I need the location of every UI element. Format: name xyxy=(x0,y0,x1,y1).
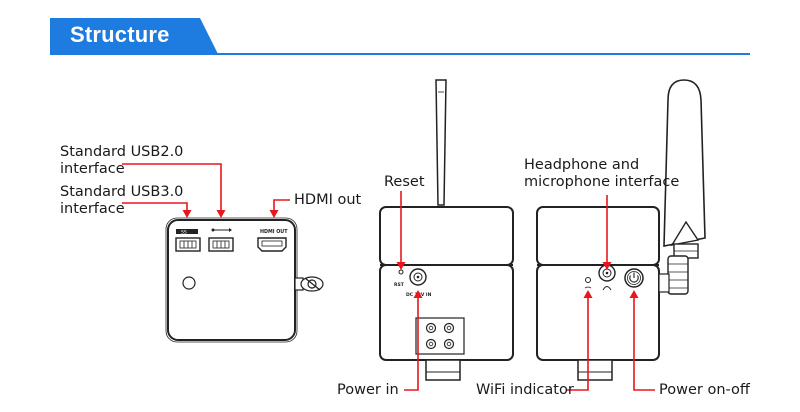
right-antenna xyxy=(658,79,706,295)
front-view-device: SS HDMI OUT xyxy=(165,217,324,343)
power-on-off-label: Power on-off xyxy=(659,382,750,398)
section-title: Structure xyxy=(70,22,170,47)
hdmi-out-label: HDMI out xyxy=(294,192,362,208)
section-banner xyxy=(50,18,218,54)
reset-label: Reset xyxy=(384,174,425,190)
callout-arrowheads xyxy=(182,210,639,298)
right-view-device xyxy=(536,79,706,381)
hdmi-port xyxy=(257,237,287,252)
headphone-icon xyxy=(602,286,612,291)
middle-antenna xyxy=(435,79,447,206)
side-knob xyxy=(294,276,324,292)
headphone-jack xyxy=(598,264,616,291)
front-round-hole xyxy=(182,276,196,290)
power-icon xyxy=(629,275,639,283)
wifi-indicator-label: WiFi indicator xyxy=(476,382,574,398)
four-hole-plate xyxy=(415,317,465,355)
usb3-port xyxy=(175,229,201,252)
reset-marking: RST xyxy=(394,282,405,288)
usb3-label-line2: interface xyxy=(60,201,125,217)
wifi-indicator-led xyxy=(585,277,591,283)
reset-pinhole xyxy=(398,269,404,275)
dc-power-jack xyxy=(409,268,427,286)
usb2-label-line1: Standard USB2.0 xyxy=(60,144,184,160)
power-button xyxy=(624,268,644,288)
usb2-label-line2: interface xyxy=(60,161,125,177)
usb3-label-line1: Standard USB3.0 xyxy=(60,184,184,200)
hdmi-marking: HDMI OUT xyxy=(260,229,288,235)
wifi-icon xyxy=(584,286,592,289)
usb3-marking: SS xyxy=(181,230,187,236)
headphone-label-line2: microphone interface xyxy=(524,174,680,190)
header-rule xyxy=(50,53,750,55)
power-in-label: Power in xyxy=(337,382,399,398)
callout-lines xyxy=(122,163,655,391)
middle-view-device xyxy=(379,79,514,381)
usb2-port xyxy=(208,228,234,252)
headphone-label-line1: Headphone and xyxy=(524,157,640,173)
